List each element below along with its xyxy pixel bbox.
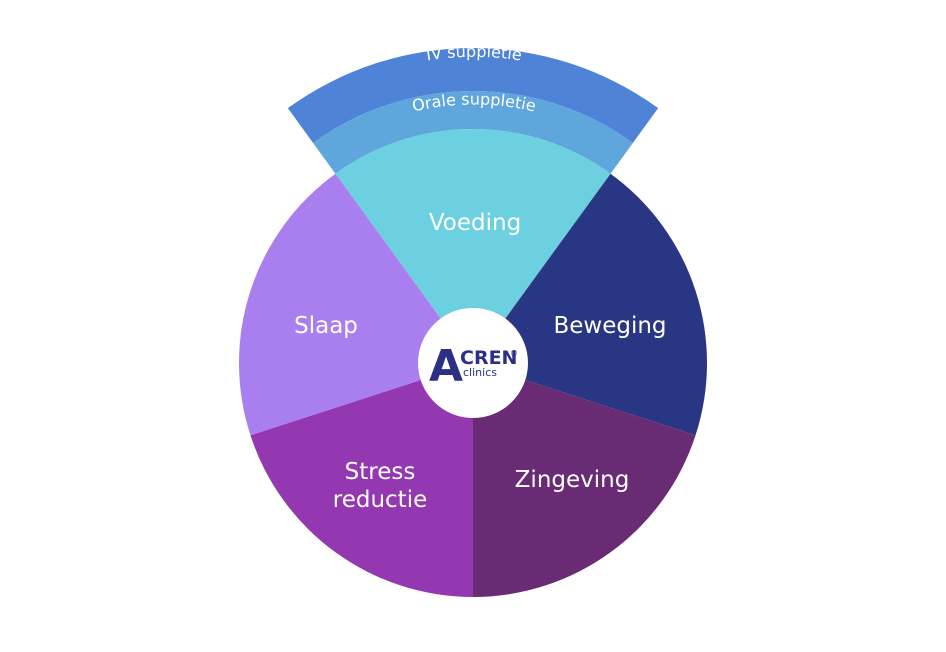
- supplement-rings: [287, 48, 659, 174]
- center-logo: A CREN ® clinics: [418, 308, 528, 418]
- label-reductie: reductie: [333, 487, 427, 513]
- label-stress: Stress: [345, 459, 416, 485]
- segment-zingeving: [473, 363, 696, 597]
- logo-letter-a: A: [429, 341, 463, 392]
- logo-sub: clinics: [463, 366, 497, 379]
- logo-registered-mark: ®: [510, 349, 518, 358]
- ring-iv-suppletie: [287, 48, 659, 143]
- segment-beweging: [473, 173, 708, 436]
- label-voeding: Voeding: [429, 210, 521, 236]
- label-slaap: Slaap: [294, 313, 358, 339]
- segment-slaap: [238, 173, 473, 436]
- logo-word: CREN: [460, 347, 517, 369]
- logo-circle: [418, 308, 528, 418]
- ring-orale-suppletie: [313, 91, 633, 174]
- wheel-segments: [238, 129, 708, 597]
- label-beweging: Beweging: [553, 313, 666, 339]
- label-zingeving: Zingeving: [515, 467, 630, 493]
- ring-label-iv: IV suppletie: [425, 42, 523, 65]
- segment-stress-reductie: [250, 363, 473, 597]
- segment-voeding: [335, 129, 611, 363]
